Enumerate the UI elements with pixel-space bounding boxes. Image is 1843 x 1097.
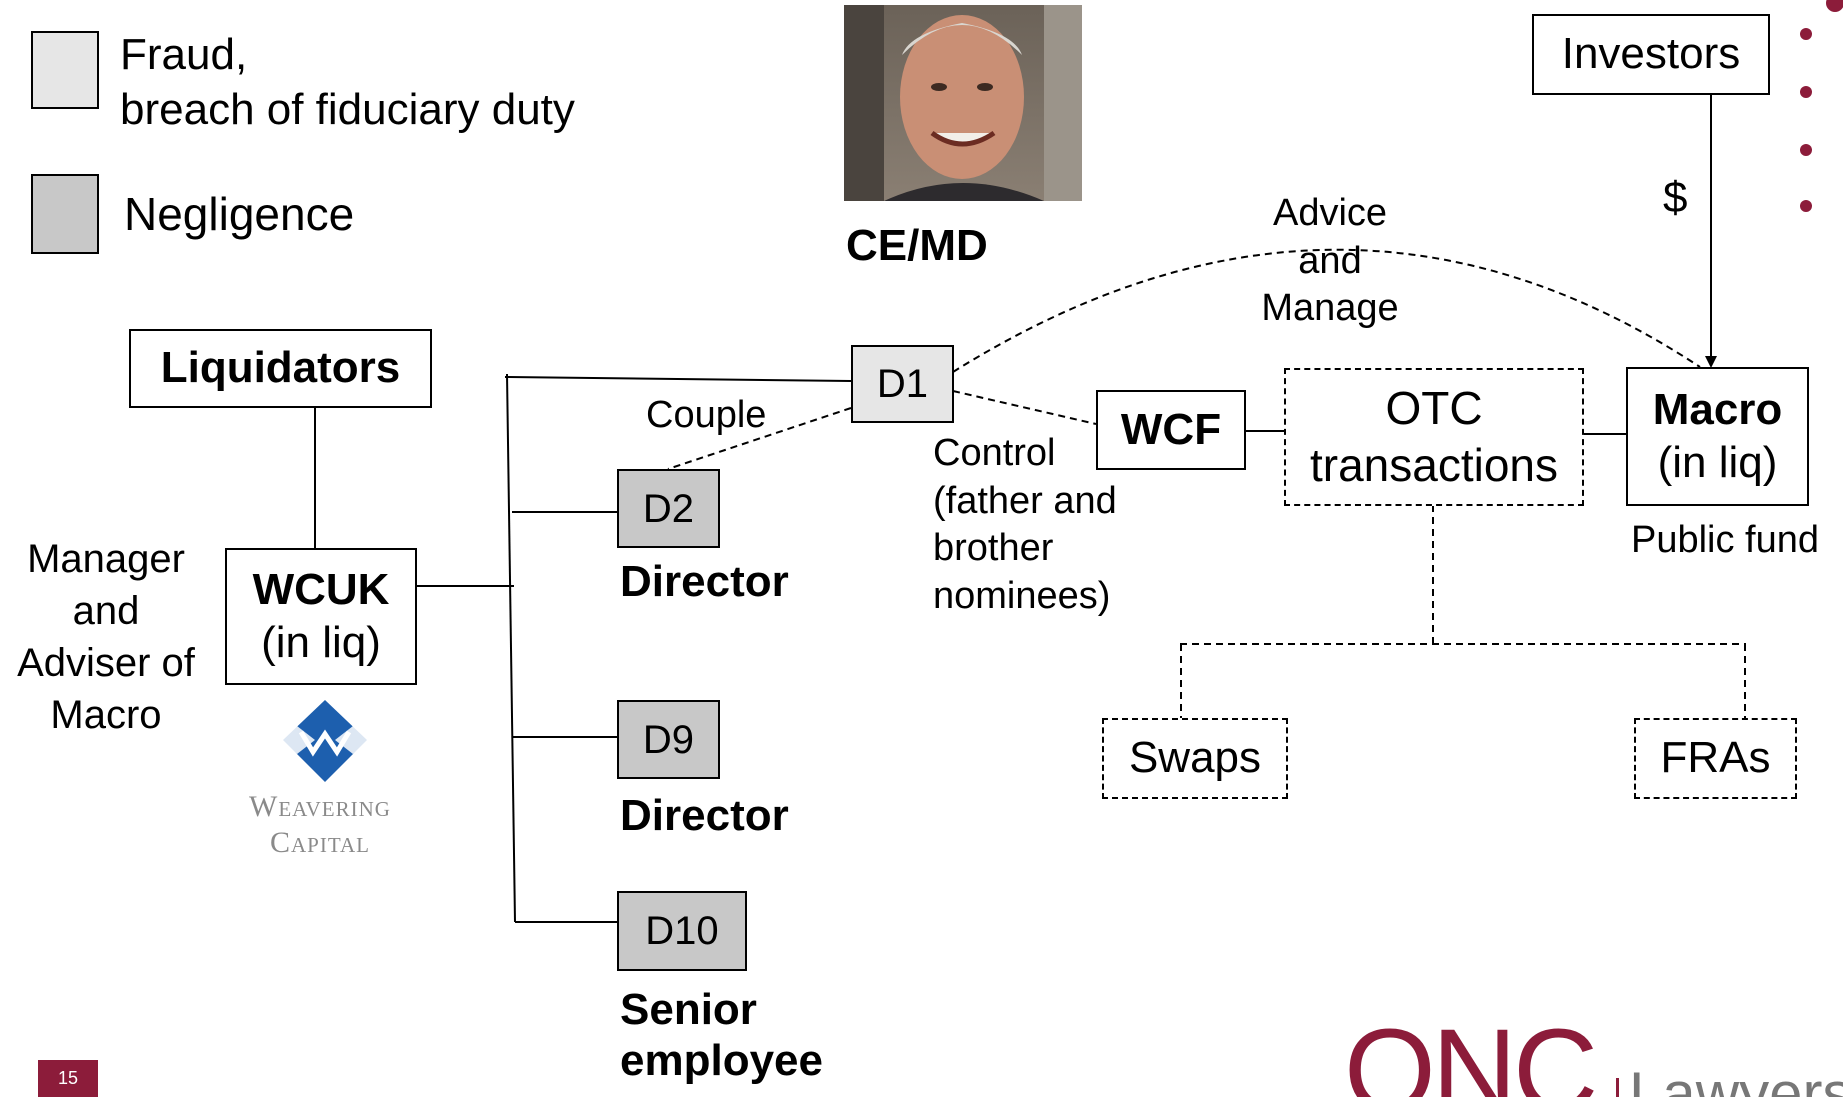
bullet-dot <box>1800 144 1812 156</box>
page-number-badge: 15 <box>38 1060 98 1097</box>
weavering-diamond-icon <box>279 700 371 782</box>
wcuk-name: WCUK <box>252 564 390 614</box>
ce-md-label: CE/MD <box>846 221 988 270</box>
legend-negligence-label: Negligence <box>124 188 355 240</box>
bullet-dot <box>1800 200 1812 212</box>
dollar-label: $ <box>1663 173 1688 222</box>
d1-node: D1 <box>851 345 954 423</box>
couple-link <box>667 407 852 470</box>
otc-transactions-node: OTC transactions <box>1284 368 1584 506</box>
onc-divider <box>1616 1078 1619 1097</box>
logo-line2: Capital <box>270 826 370 859</box>
liquidators-label: Liquidators <box>160 343 401 393</box>
onc-brand: ONC <box>1344 1018 1598 1097</box>
fras-node: FRAs <box>1634 718 1797 799</box>
fras-label: FRAs <box>1660 733 1771 783</box>
macro-name: Macro <box>1652 384 1783 434</box>
wcf-node: WCF <box>1096 390 1246 470</box>
macro-status: (in liq) <box>1657 437 1778 487</box>
control-label: Control (father and brother nominees) <box>933 432 1117 617</box>
d2-code: D2 <box>642 486 695 531</box>
legend-negligence-swatch <box>31 174 99 254</box>
public-fund-label: Public fund <box>1631 519 1820 561</box>
bullet-dot <box>1800 86 1812 98</box>
d10-node: D10 <box>617 891 747 971</box>
otc-label: OTC transactions <box>1309 381 1558 492</box>
ce-md-photo <box>844 5 1082 201</box>
liquidators-node: Liquidators <box>129 329 432 408</box>
page-number: 15 <box>57 1068 79 1088</box>
logo-line1: Weavering <box>249 790 391 823</box>
d1-branch-line <box>504 376 852 382</box>
d9-node: D9 <box>617 700 720 779</box>
bullet-dot-top <box>1826 0 1843 12</box>
investors-label: Investors <box>1561 29 1741 79</box>
onc-suffix: Lawyers <box>1629 1060 1843 1097</box>
legend-fraud-swatch <box>31 31 99 109</box>
wcuk-node: WCUK (in liq) <box>225 548 417 685</box>
portrait-icon <box>844 5 1082 201</box>
weavering-capital-logo: Weavering Capital <box>215 696 425 861</box>
bullet-dot <box>1800 28 1812 40</box>
d9-role: Director <box>620 791 789 840</box>
d9-code: D9 <box>642 717 695 762</box>
d10-code: D10 <box>645 909 719 953</box>
wcuk-status: (in liq) <box>261 617 381 667</box>
legend-fraud-label: Fraud, breach of fiduciary duty <box>120 30 575 134</box>
swaps-label: Swaps <box>1128 733 1262 783</box>
manager-adviser-label: Manager and Adviser of Macro <box>17 537 195 737</box>
couple-label: Couple <box>646 394 767 436</box>
swaps-node: Swaps <box>1102 718 1288 799</box>
d2-role: Director <box>620 557 789 606</box>
advice-manage-curve <box>952 248 1701 373</box>
d10-role: Senior employee <box>620 985 823 1085</box>
macro-node: Macro (in liq) <box>1626 367 1809 506</box>
wcf-label: WCF <box>1120 404 1222 454</box>
onc-lawyers-logo: ONC Lawyers <box>1344 1018 1843 1097</box>
d2-node: D2 <box>617 469 720 548</box>
investors-node: Investors <box>1532 14 1770 95</box>
d1-wcf-link <box>952 390 1097 425</box>
directors-trunk-line <box>506 373 516 923</box>
advice-manage-label: Advice and Manage <box>1261 192 1399 329</box>
d1-label: D1 <box>876 362 929 406</box>
